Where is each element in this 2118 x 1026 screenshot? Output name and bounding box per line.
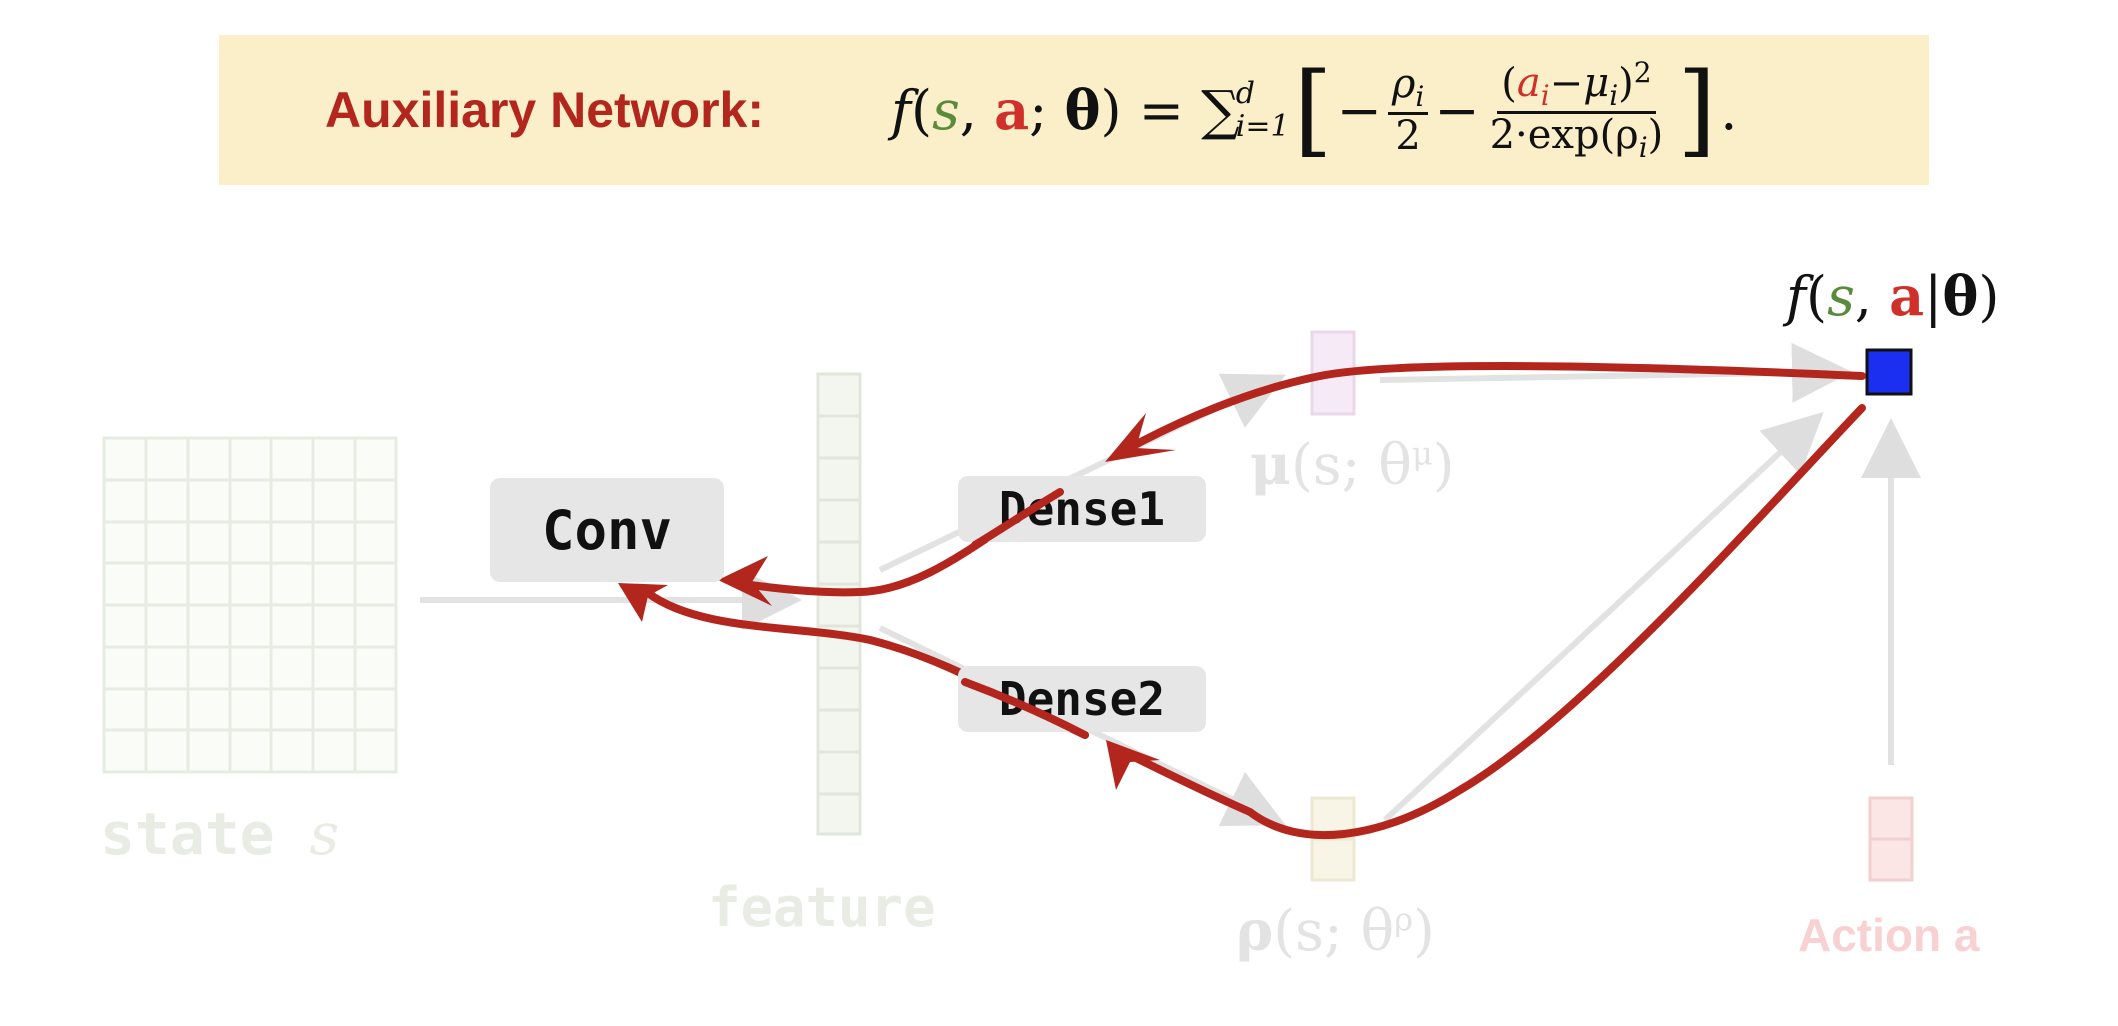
dense1-node: Dense1 [958, 476, 1206, 542]
feature-label: feature [708, 876, 936, 939]
sum-upper: d [1235, 76, 1255, 111]
rho-symbol: ρ [1236, 898, 1274, 964]
term1-num-sub: i [1415, 80, 1425, 114]
output-f: f [1786, 265, 1806, 328]
sum-lower: i=1 [1235, 109, 1290, 144]
state-label: state s [100, 800, 339, 868]
rho-args: (s; θ [1273, 899, 1395, 964]
conv-node: Conv [490, 478, 724, 582]
rho-label: ρ(s; θρ) [1236, 898, 1435, 964]
output-node [1865, 348, 1913, 396]
mu-sup: μ [1411, 434, 1433, 473]
mu-symbol: μ [1250, 432, 1291, 498]
output-s: s [1827, 265, 1855, 328]
rho-sup: ρ [1394, 900, 1414, 939]
banner-title: Auxiliary Network: [325, 82, 765, 138]
term1-den: 2 [1395, 112, 1421, 159]
gradient-arrows [644, 362, 1866, 839]
term2-den: 2·exp(ρ [1489, 111, 1639, 158]
state-var: s [309, 800, 340, 868]
state-grid [102, 436, 398, 774]
mu-label: μ(s; θμ) [1250, 432, 1455, 498]
formula-theta: θ [1064, 78, 1101, 142]
term2-den-sub: i [1638, 130, 1648, 164]
formula-f: f [891, 78, 911, 142]
action-label: Action a [1798, 909, 1980, 961]
output-theta: θ [1942, 264, 1979, 328]
formula-period: . [1720, 78, 1738, 142]
gradient-arrowheads [618, 413, 1176, 790]
mu-args: (s; θ [1291, 433, 1412, 498]
state-text: state [100, 800, 275, 868]
term1-num: ρ [1391, 61, 1416, 108]
output-a: a [1889, 264, 1925, 328]
feature-column [816, 372, 862, 836]
dense2-node: Dense2 [958, 666, 1206, 732]
formula-a: a [994, 78, 1030, 142]
output-label: f(s, a|θ) [1786, 264, 2000, 328]
formula-s: s [932, 78, 960, 142]
